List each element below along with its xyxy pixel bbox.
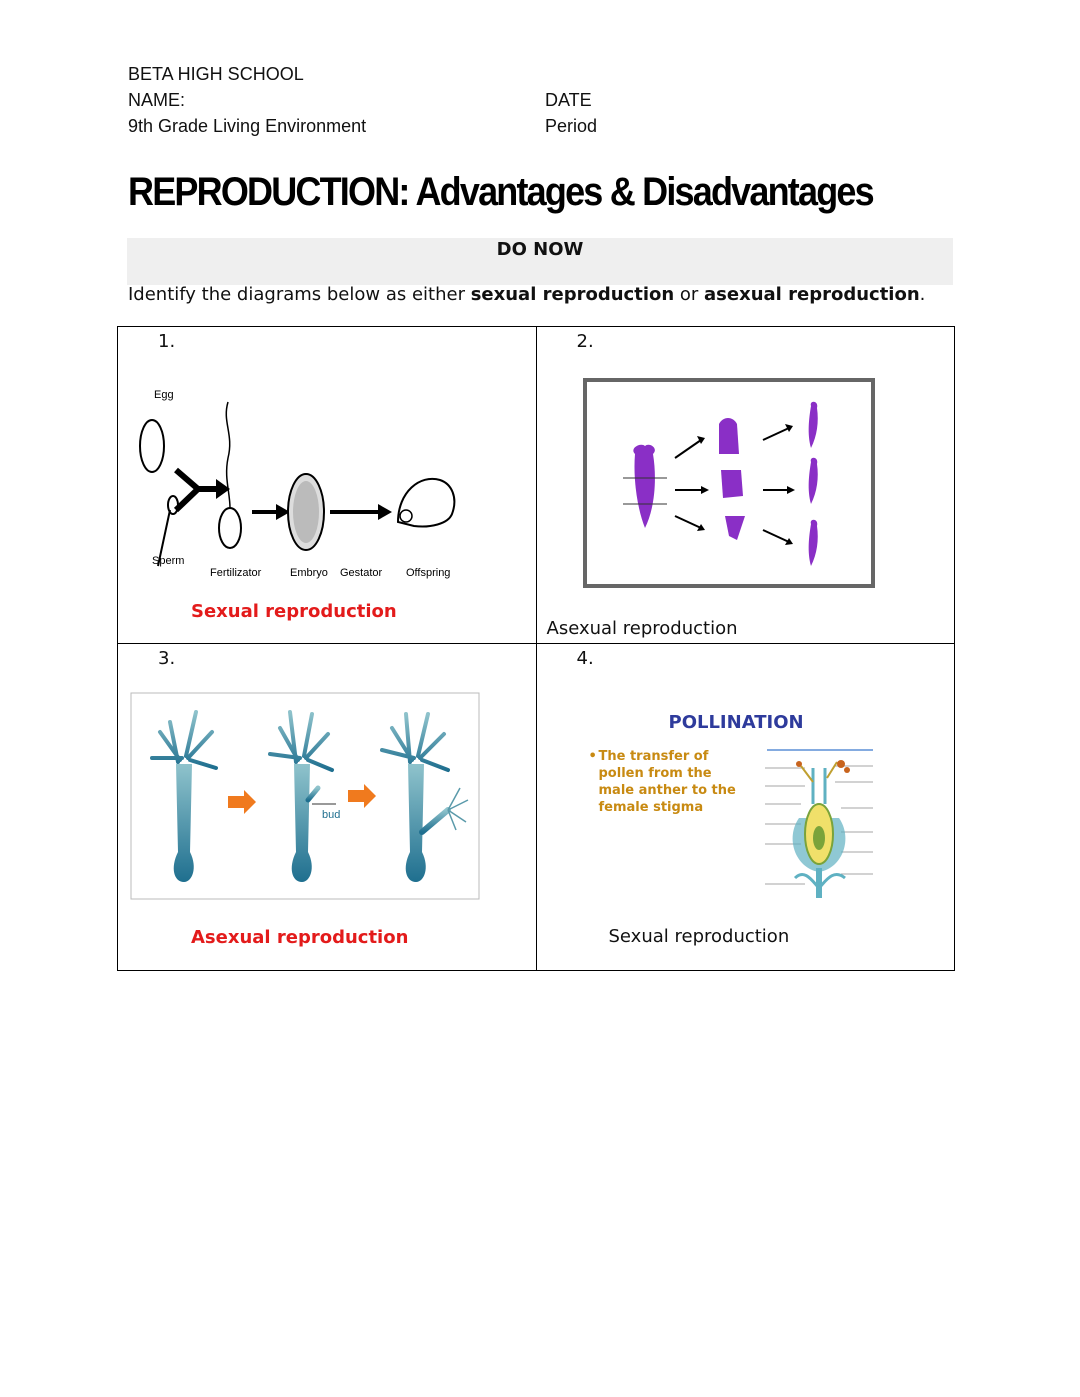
instr-prefix: Identify the diagrams below as either: [128, 284, 471, 305]
embryo-label: Embryo: [290, 567, 328, 579]
cell-number: 1.: [158, 331, 176, 352]
cell-4: 4. POLLINATION •The transfer of pollen f…: [535, 643, 955, 971]
do-now-label: DO NOW: [496, 239, 584, 260]
cell-number: 4.: [576, 648, 594, 669]
bud-label: bud: [322, 809, 340, 821]
gestation-label: Gestator: [340, 567, 383, 579]
cell-2: 2. Asexual reproduction: [535, 326, 955, 644]
diagram-grid: 1. Egg Sperm Fertilizator Embryo Ges: [117, 326, 955, 971]
cell-number: 2.: [576, 331, 594, 352]
answer-2: Asexual reproduction: [546, 618, 738, 639]
instr-term-asexual: asexual reproduction: [704, 284, 920, 305]
egg-label: Egg: [154, 389, 174, 401]
course-label: 9th Grade Living Environment: [128, 116, 367, 136]
hydra-2: bud: [268, 710, 340, 882]
bullet-dot: •: [588, 749, 597, 764]
answer-3: Asexual reproduction: [191, 927, 409, 948]
date-label: DATE: [545, 90, 592, 110]
page-title: REPRODUCTION: Advantages & Disadvantages: [128, 170, 875, 214]
hydra-1: [150, 710, 218, 882]
regeneration-diagram: [582, 378, 875, 588]
bullet-text: The transfer of pollen from the male ant…: [598, 749, 736, 815]
name-label: NAME:: [128, 90, 186, 110]
instr-term-sexual: sexual reproduction: [470, 284, 675, 305]
instr-middle: or: [674, 284, 705, 305]
flower-diagram: [764, 749, 873, 898]
sexual-reproduction-diagram: Egg Sperm Fertilizator Embryo Gestator: [139, 389, 456, 579]
fertilization-label: Fertilizator: [210, 567, 262, 579]
cell-3: 3. bud: [117, 643, 537, 971]
pollination-title: POLLINATION: [668, 712, 804, 733]
period-label: Period: [545, 116, 598, 136]
answer-1: Sexual reproduction: [191, 601, 397, 622]
do-now-banner: DO NOW: [127, 238, 953, 285]
sperm-label: Sperm: [152, 555, 184, 567]
instr-suffix: .: [919, 284, 926, 305]
cell-number: 3.: [158, 648, 176, 669]
hydra-3: [380, 712, 469, 882]
pollination-bullet: •The transfer of pollen from the male an…: [589, 748, 749, 816]
answer-4: Sexual reproduction: [608, 926, 790, 947]
budding-diagram: bud: [130, 692, 480, 900]
offspring-label: Offspring: [406, 567, 450, 579]
instructions: Identify the diagrams below as either se…: [128, 284, 925, 305]
school-name: BETA HIGH SCHOOL: [128, 64, 304, 84]
cell-1: 1. Egg Sperm Fertilizator Embryo Ges: [117, 326, 537, 644]
